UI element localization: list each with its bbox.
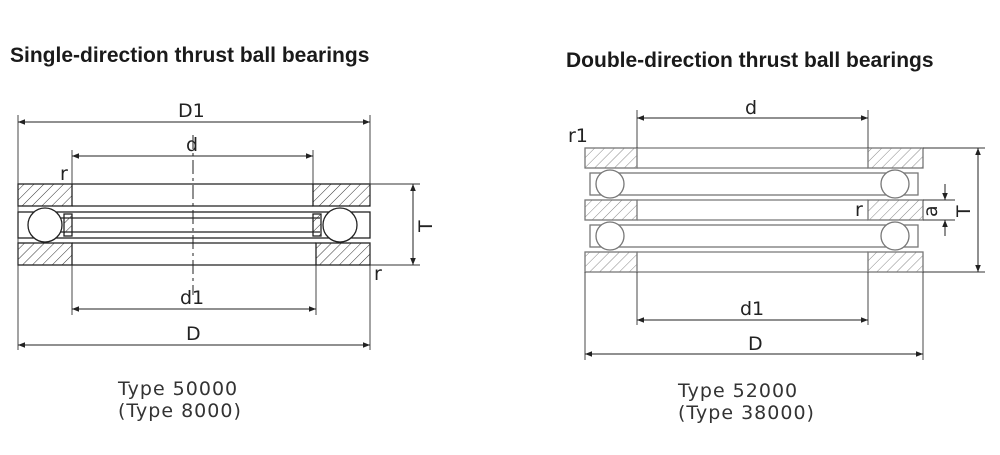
label-d: d — [186, 134, 198, 156]
single-direction-drawing: D1 d r T r d1 D — [17, 100, 437, 350]
top-washer-left-section — [17, 183, 73, 207]
label-D: D — [186, 323, 201, 345]
bottom-washer-right-section — [315, 242, 371, 266]
label-d1: d1 — [180, 287, 204, 309]
double-direction-caption: Type 52000 (Type 38000) — [678, 380, 815, 424]
label-r-right: r — [855, 199, 863, 221]
ball-right — [322, 207, 358, 243]
label-a: a — [920, 205, 942, 217]
caption-type-50000: Type 50000 — [118, 378, 239, 400]
label-r-top: r — [60, 163, 68, 185]
top-washer-right-section — [312, 183, 371, 207]
caption-type-38000: (Type 38000) — [678, 402, 815, 424]
double-direction-title: Double-direction thrust ball bearings — [566, 49, 934, 72]
label-r-bottom: r — [374, 263, 382, 285]
caption-type-8000: (Type 8000) — [118, 400, 242, 422]
label-D-right: D — [748, 333, 763, 355]
label-d1-right: d1 — [740, 298, 764, 320]
label-D1: D1 — [178, 100, 205, 122]
single-direction-caption: Type 50000 (Type 8000) — [118, 378, 242, 422]
single-direction-title: Single-direction thrust ball bearings — [10, 44, 370, 67]
label-d-right: d — [745, 97, 757, 119]
double-direction-drawing: d r1 r a T d1 D — [568, 97, 985, 360]
ball-left — [27, 207, 63, 243]
label-T-right: T — [953, 205, 975, 218]
bottom-washer-left-section — [17, 242, 73, 266]
label-r1: r1 — [568, 125, 588, 147]
label-T: T — [415, 220, 437, 233]
caption-type-52000: Type 52000 — [678, 380, 799, 402]
